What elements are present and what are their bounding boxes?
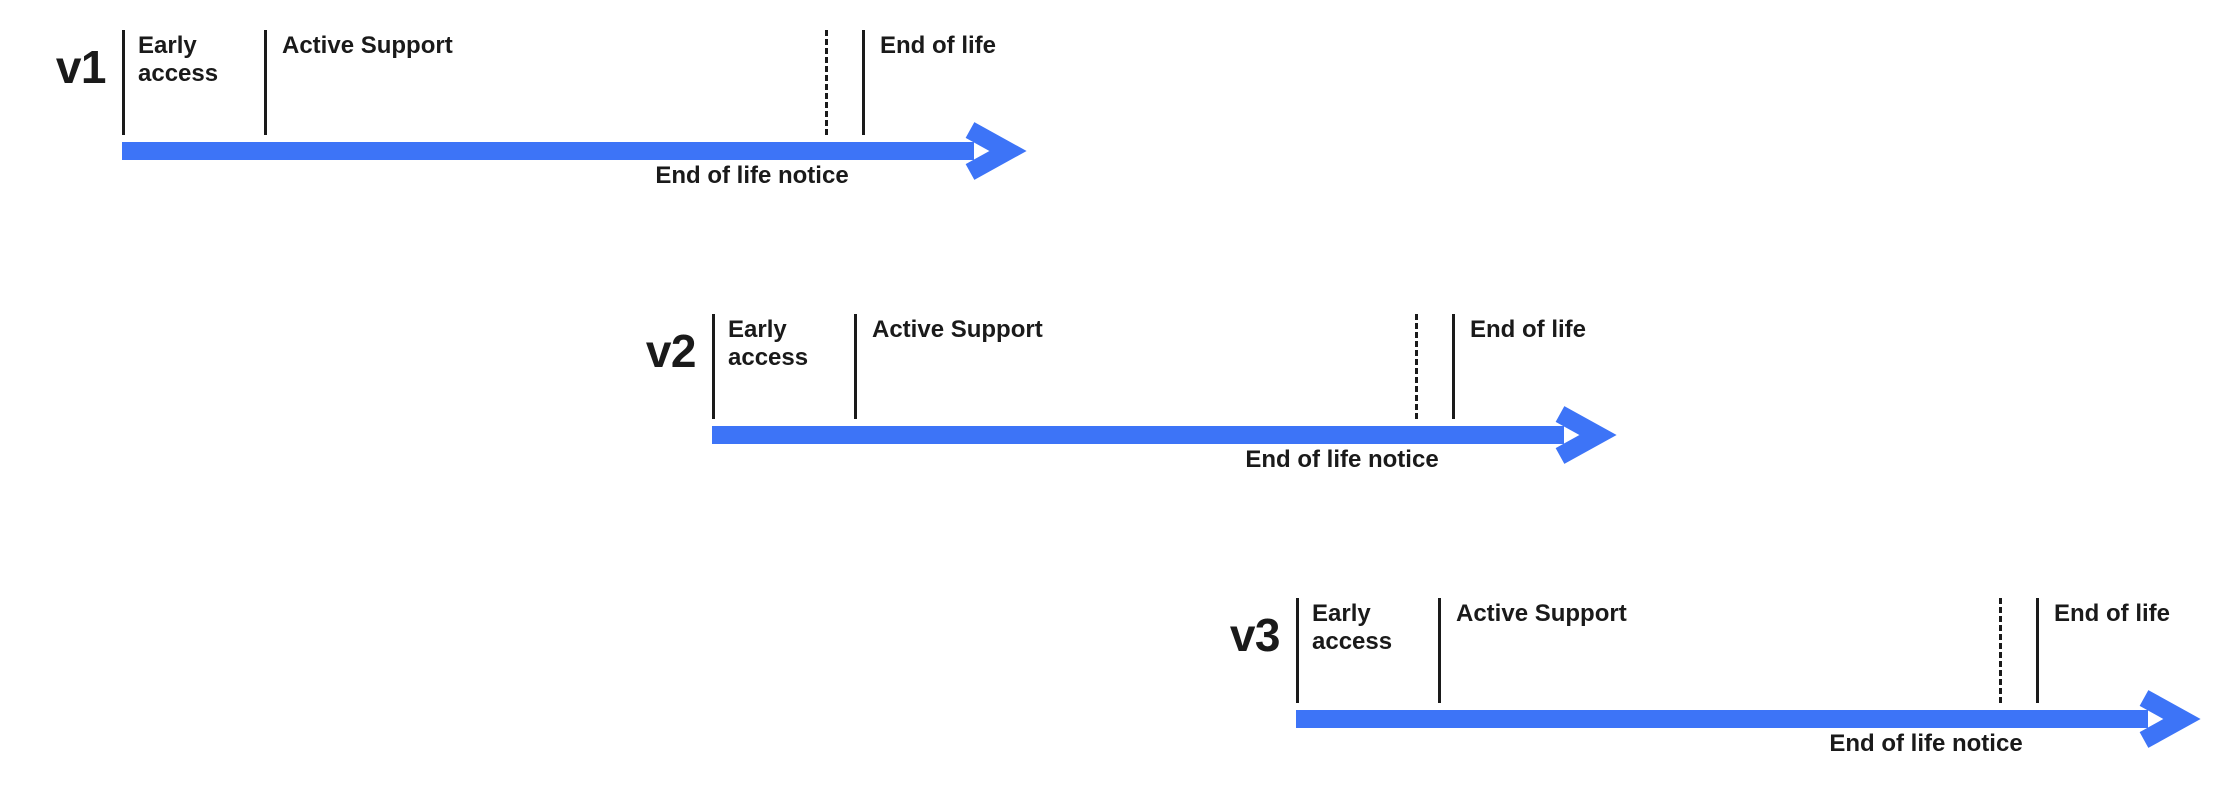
- phase-label-early-access: Early access: [728, 316, 809, 371]
- phase-label-end-of-life: End of life: [1470, 316, 1586, 343]
- phase-divider-active-support: [854, 314, 857, 419]
- lifecycle-row-v3: v3 Early access Active Support End of li…: [1196, 578, 2228, 788]
- phase-divider-end-of-life: [1452, 314, 1455, 419]
- lifecycle-row-v2: v2 Early access Active Support End of li…: [612, 294, 1652, 504]
- timeline-arrow-v1: [122, 122, 1034, 192]
- phase-divider-end-of-life: [862, 30, 865, 135]
- end-of-life-notice-label-v1: End of life notice: [655, 162, 849, 189]
- phase-divider-start: [712, 314, 715, 419]
- end-of-life-notice-label-v3: End of life notice: [1829, 730, 2023, 757]
- phase-divider-start: [1296, 598, 1299, 703]
- dashed-vertical-line-icon: [1415, 314, 1418, 419]
- version-label-v2: v2: [645, 325, 697, 377]
- lifecycle-track-v2: Early access Active Support End of life …: [712, 294, 1652, 504]
- end-of-life-notice-label-v2: End of life notice: [1245, 446, 1439, 473]
- phase-label-early-access: Early access: [1312, 600, 1393, 655]
- phase-label-active-support: Active Support: [282, 32, 453, 59]
- right-arrow-icon: [122, 122, 1027, 180]
- version-label-v1: v1: [55, 41, 107, 93]
- right-arrow-icon: [712, 406, 1617, 464]
- phase-label-end-of-life: End of life: [2054, 600, 2170, 627]
- phase-divider-active-support: [1438, 598, 1441, 703]
- lifecycle-track-v1: Early access Active Support End of life …: [122, 10, 1062, 220]
- dashed-vertical-line-icon: [825, 30, 828, 135]
- lifecycle-track-v3: Early access Active Support End of life …: [1296, 578, 2228, 788]
- dashed-vertical-line-icon: [1999, 598, 2002, 703]
- phase-label-early-access: Early access: [138, 32, 219, 87]
- version-label-v3: v3: [1229, 609, 1281, 661]
- phase-divider-end-of-life: [2036, 598, 2039, 703]
- phase-divider-start: [122, 30, 125, 135]
- phase-divider-active-support: [264, 30, 267, 135]
- phase-label-active-support: Active Support: [872, 316, 1043, 343]
- right-arrow-icon: [1296, 690, 2201, 748]
- phase-label-active-support: Active Support: [1456, 600, 1627, 627]
- phase-label-end-of-life: End of life: [880, 32, 996, 59]
- lifecycle-row-v1: v1 Early access Active Support End of li…: [22, 10, 1062, 220]
- timeline-arrow-v3: [1296, 690, 2208, 760]
- timeline-arrow-v2: [712, 406, 1624, 476]
